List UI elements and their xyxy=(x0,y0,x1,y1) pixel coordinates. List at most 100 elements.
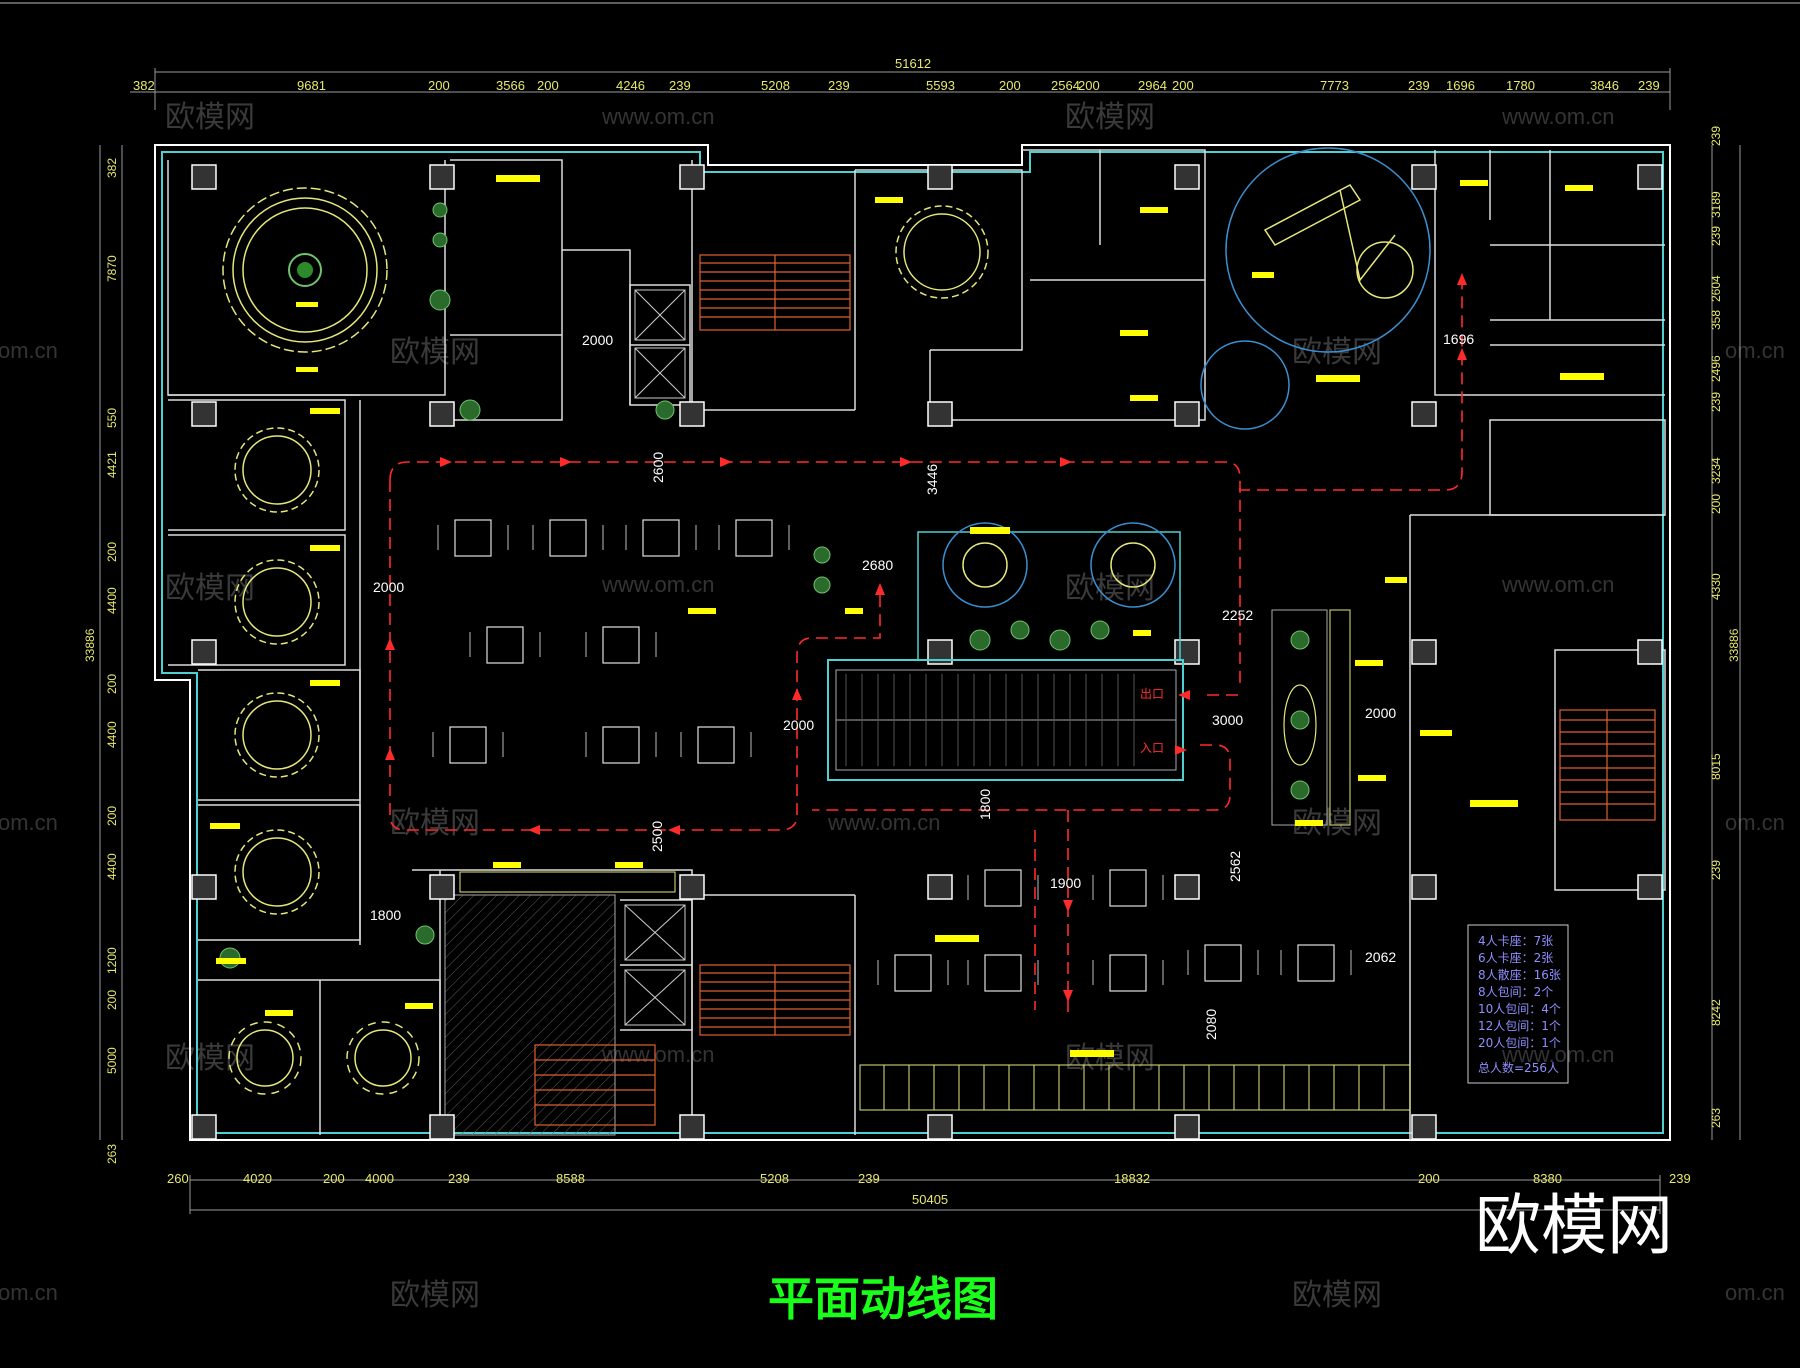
watermark-logo: 欧模网 xyxy=(1292,1278,1382,1313)
svg-text:239: 239 xyxy=(1408,78,1430,93)
watermark-site: om.cn xyxy=(1725,810,1785,835)
dim-overall-bottom: 50405 xyxy=(912,1192,948,1207)
planter-center xyxy=(288,253,322,287)
entrance-sign: 入口 xyxy=(1140,741,1164,755)
legend-entry: 10人包间：4个 xyxy=(1478,1002,1561,1016)
watermark-site: om.cn xyxy=(1725,1280,1785,1305)
svg-text:200: 200 xyxy=(1078,78,1100,93)
svg-text:4400: 4400 xyxy=(105,721,119,748)
svg-text:3234: 3234 xyxy=(1709,457,1723,484)
exterior-walls xyxy=(154,144,1671,1141)
svg-text:239: 239 xyxy=(1709,860,1723,880)
watermark-site: om.cn xyxy=(1725,338,1785,363)
booth-seating xyxy=(459,609,1411,1111)
svg-text:200: 200 xyxy=(1709,494,1723,514)
svg-text:4400: 4400 xyxy=(105,853,119,880)
watermark-site: www.om.cn xyxy=(1501,572,1614,597)
svg-text:2000: 2000 xyxy=(783,717,814,733)
drawing-title: 平面动线图 xyxy=(768,1272,998,1326)
dim-overall-top: 51612 xyxy=(895,56,931,71)
svg-text:550: 550 xyxy=(105,408,119,428)
svg-text:3566: 3566 xyxy=(496,78,525,93)
top-dimension-labels: 382 9681 200 3566 200 4246 239 5208 239 … xyxy=(133,78,1660,93)
svg-text:4000: 4000 xyxy=(365,1171,394,1186)
svg-text:18832: 18832 xyxy=(1114,1171,1150,1186)
svg-text:2062: 2062 xyxy=(1365,949,1396,965)
svg-text:2500: 2500 xyxy=(649,821,665,852)
svg-text:382: 382 xyxy=(105,158,119,178)
watermark-logo: 欧模网 xyxy=(165,100,255,135)
svg-text:2562: 2562 xyxy=(1227,851,1243,882)
water-features xyxy=(917,147,1431,661)
watermark-site: om.cn xyxy=(0,338,58,363)
watermark-logo: 欧模网 xyxy=(390,1278,480,1313)
svg-text:200: 200 xyxy=(105,806,119,826)
svg-text:1800: 1800 xyxy=(977,789,993,820)
svg-text:3189: 3189 xyxy=(1709,191,1723,218)
flow-dimension-labels: 2000 2600 3446 2000 2680 2000 2252 3000 … xyxy=(370,331,1474,1040)
sculpture-oval xyxy=(1283,684,1317,766)
legend-entry: 20人包间：1个 xyxy=(1478,1036,1561,1050)
svg-text:200: 200 xyxy=(105,542,119,562)
svg-text:2604: 2604 xyxy=(1709,275,1723,302)
svg-text:263: 263 xyxy=(105,1144,119,1164)
svg-text:2564: 2564 xyxy=(1051,78,1080,93)
room-tag-markers xyxy=(210,175,1604,1057)
svg-text:200: 200 xyxy=(999,78,1021,93)
svg-text:5000: 5000 xyxy=(105,1047,119,1074)
planting-areas xyxy=(219,202,1310,969)
svg-text:1696: 1696 xyxy=(1443,331,1474,347)
svg-text:239: 239 xyxy=(669,78,691,93)
svg-text:2000: 2000 xyxy=(373,579,404,595)
dimension-ticks xyxy=(154,68,1671,1214)
elevators xyxy=(624,289,686,1026)
svg-text:1780: 1780 xyxy=(1506,78,1535,93)
right-dimension-labels: 239 3189 239 2604 358 2496 239 3234 200 … xyxy=(1709,126,1741,1128)
svg-text:4246: 4246 xyxy=(616,78,645,93)
svg-text:260: 260 xyxy=(167,1171,189,1186)
escalator xyxy=(827,659,1184,781)
legend-total: 总人数=256人 xyxy=(1478,1060,1559,1075)
watermark-layer: 欧模网 www.om.cn 欧模网 www.om.cn om.cn 欧模网 欧模… xyxy=(0,100,1785,1313)
svg-text:8588: 8588 xyxy=(556,1171,585,1186)
svg-text:7773: 7773 xyxy=(1320,78,1349,93)
watermark-site: om.cn xyxy=(0,810,58,835)
svg-text:8380: 8380 xyxy=(1533,1171,1562,1186)
svg-text:2964: 2964 xyxy=(1138,78,1167,93)
bottom-dimension-labels: 260 4020 200 4000 239 8588 5208 239 1883… xyxy=(167,1171,1691,1186)
svg-text:239: 239 xyxy=(828,78,850,93)
svg-text:200: 200 xyxy=(428,78,450,93)
svg-text:1200: 1200 xyxy=(105,947,119,974)
svg-text:239: 239 xyxy=(1709,226,1723,246)
exit-sign: 出口 xyxy=(1140,687,1164,701)
svg-text:200: 200 xyxy=(1172,78,1194,93)
svg-text:2000: 2000 xyxy=(582,332,613,348)
svg-text:8015: 8015 xyxy=(1709,753,1723,780)
watermark-logo: 欧模网 xyxy=(165,1041,255,1076)
svg-text:3000: 3000 xyxy=(1212,712,1243,728)
seating-legend: 4人卡座：7张 6人卡座：2张 8人散座：16张 8人包间：2个 10人包间：4… xyxy=(1467,924,1569,1084)
svg-text:2000: 2000 xyxy=(1365,705,1396,721)
table-chairs xyxy=(432,525,1352,985)
legend-entry: 6人卡座：2张 xyxy=(1478,950,1553,965)
watermark-site: www.om.cn xyxy=(1501,104,1614,129)
svg-text:5593: 5593 xyxy=(926,78,955,93)
svg-text:3446: 3446 xyxy=(924,464,940,495)
svg-text:8242: 8242 xyxy=(1709,999,1723,1026)
left-dimension-labels: 382 7870 550 4421 200 4400 200 4400 200 … xyxy=(83,158,119,1164)
svg-text:239: 239 xyxy=(1638,78,1660,93)
watermark-logo: 欧模网 xyxy=(1065,1041,1155,1076)
watermark-site: om.cn xyxy=(0,1280,58,1305)
watermark-site: www.om.cn xyxy=(1501,1042,1614,1067)
circulation-flow xyxy=(389,272,1463,1015)
svg-text:7870: 7870 xyxy=(105,255,119,282)
legend-entry: 8人散座：16张 xyxy=(1478,967,1561,982)
dimension-lines xyxy=(99,71,1741,1211)
flow-arrows xyxy=(385,273,1467,1002)
svg-text:239: 239 xyxy=(1709,126,1723,146)
svg-text:2080: 2080 xyxy=(1203,1009,1219,1040)
svg-text:200: 200 xyxy=(105,990,119,1010)
dim-left-overall: 33886 xyxy=(83,628,97,662)
round-tables xyxy=(222,187,989,1095)
